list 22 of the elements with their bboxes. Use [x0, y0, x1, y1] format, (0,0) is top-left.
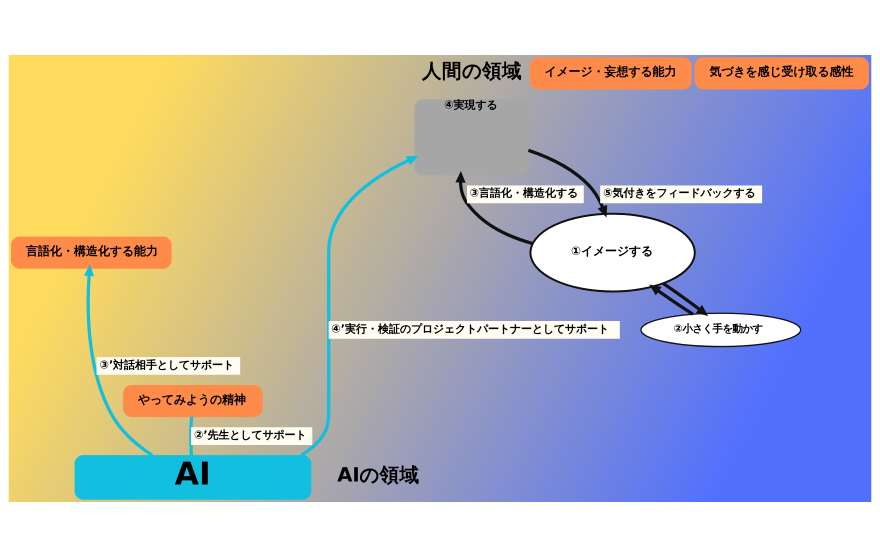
edge-label: ③言語化・構造化する [470, 186, 578, 200]
arrow [84, 264, 154, 456]
arrow [528, 148, 608, 218]
edge-label: ⑤気付きをフィードバックする [603, 186, 756, 200]
arrow [455, 170, 534, 245]
node-box: AI [74, 454, 312, 500]
arrow [300, 155, 418, 456]
edge-label: ④’実行・検証のプロジェクトパートナーとしてサポート [331, 322, 609, 335]
label: AIの領域 [337, 463, 420, 486]
node-box: 言語化・構造化する能力 [11, 236, 172, 268]
node-ellipse: ②小さく手を動かす [640, 312, 802, 347]
node-ellipse: ①イメージする [529, 212, 696, 292]
connector [189, 416, 194, 455]
arrow [649, 284, 694, 316]
node-box: 気づきを感じ受け取る感性 [694, 56, 869, 89]
edge-label: ②’先生としてサポート [194, 428, 307, 441]
node-box: やってみようの精神 [123, 384, 263, 417]
node-box: イメージ・妄想する能力 [530, 56, 692, 89]
node-box: ④実現する [414, 98, 529, 175]
arrow [662, 282, 708, 316]
edge-label: ③’対話相手としてサポート [100, 358, 234, 371]
label: 人間の領域 [422, 59, 522, 82]
